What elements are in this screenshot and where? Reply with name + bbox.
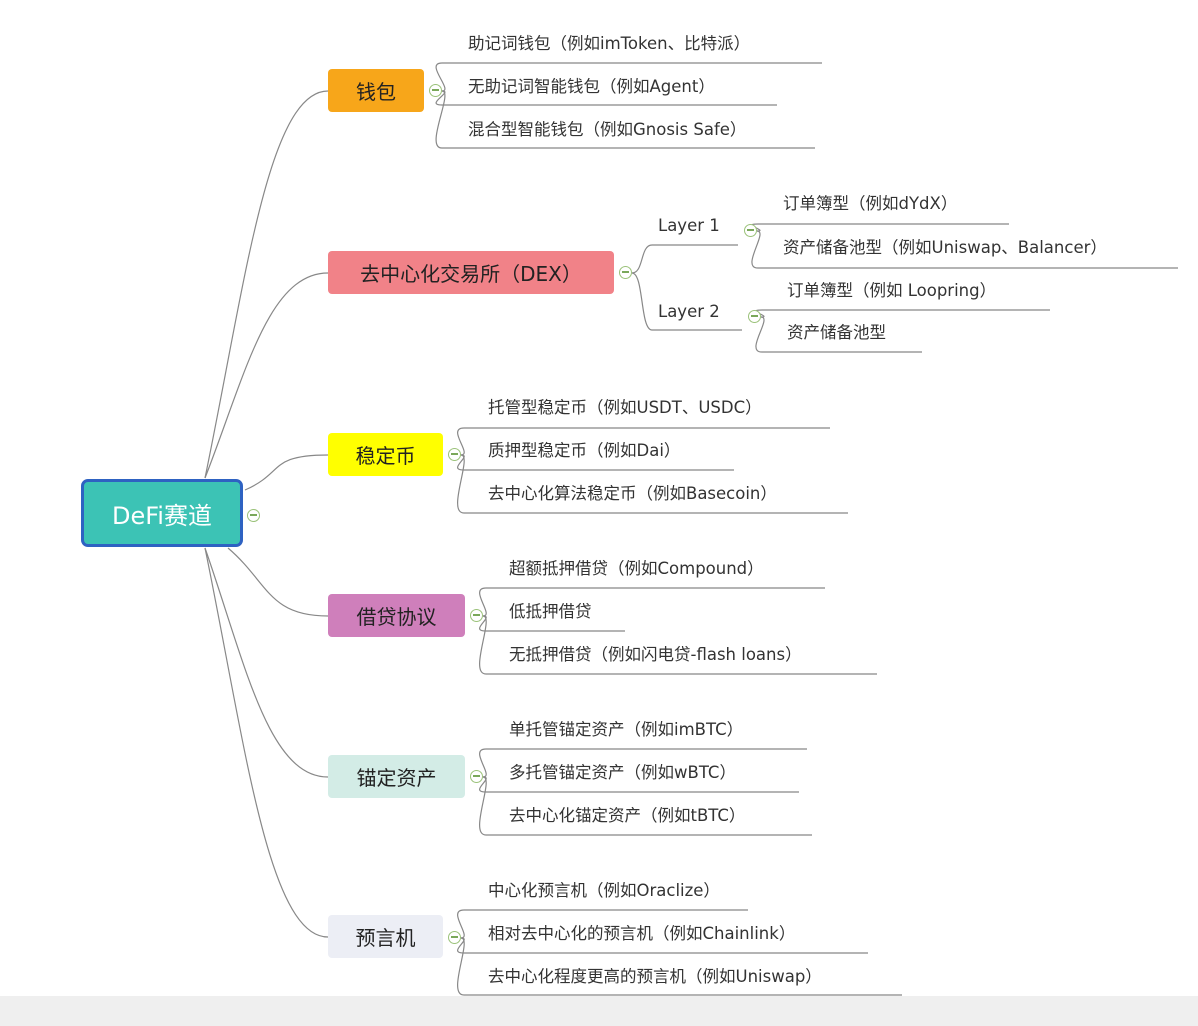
- leaf-item[interactable]: 去中心化程度更高的预言机（例如Uniswap）: [488, 967, 822, 986]
- leaf-link: [457, 909, 748, 939]
- leaf-item[interactable]: 混合型智能钱包（例如Gnosis Safe）: [468, 120, 747, 139]
- collapse-icon[interactable]: [247, 509, 260, 522]
- branch-node-pegged-assets[interactable]: 锚定资产: [328, 755, 465, 798]
- leaf-link: [479, 587, 825, 617]
- leaf-item[interactable]: 助记词钱包（例如imToken、比特派）: [468, 34, 751, 53]
- collapse-icon[interactable]: [448, 448, 461, 461]
- leaf-link: [751, 230, 1178, 269]
- collapse-icon[interactable]: [619, 266, 632, 279]
- leaf-item[interactable]: 资产储备池型: [787, 323, 886, 342]
- branch-node-oracle[interactable]: 预言机: [328, 915, 443, 958]
- leaf-link: [457, 454, 848, 514]
- leaf-item[interactable]: 低抵押借贷: [509, 602, 592, 621]
- leaf-item[interactable]: 多托管锚定资产（例如wBTC）: [509, 763, 736, 782]
- leaf-link: [755, 316, 922, 353]
- leaf-link: [457, 427, 830, 456]
- leaf-item[interactable]: 无助记词智能钱包（例如Agent）: [468, 77, 715, 96]
- sub-link: [631, 272, 742, 331]
- branch-link: [204, 547, 329, 938]
- branch-link: [204, 90, 329, 479]
- subgroup-label-layer1[interactable]: Layer 1: [658, 216, 720, 235]
- branch-link: [244, 454, 329, 491]
- leaf-link: [435, 62, 822, 92]
- branch-node-stablecoin[interactable]: 稳定币: [328, 433, 443, 476]
- bottom-band: [0, 996, 1198, 1026]
- leaf-link: [751, 223, 1009, 232]
- collapse-icon[interactable]: [448, 931, 461, 944]
- leaf-link: [457, 937, 902, 996]
- branch-link: [227, 547, 329, 617]
- collapse-icon[interactable]: [429, 84, 442, 97]
- leaf-item[interactable]: 去中心化算法稳定币（例如Basecoin）: [488, 484, 777, 503]
- branch-node-lending[interactable]: 借贷协议: [328, 594, 465, 637]
- leaf-item[interactable]: 订单簿型（例如 Loopring）: [787, 281, 997, 300]
- leaf-item[interactable]: 资产储备池型（例如Uniswap、Balancer）: [783, 238, 1107, 257]
- root-node[interactable]: DeFi赛道: [81, 479, 243, 547]
- leaf-item[interactable]: 无抵押借贷（例如闪电贷-flash loans）: [509, 645, 802, 664]
- leaf-link: [755, 309, 1050, 318]
- collapse-icon[interactable]: [744, 224, 757, 237]
- leaf-link: [479, 776, 812, 836]
- leaf-item[interactable]: 质押型稳定币（例如Dai）: [488, 441, 681, 460]
- collapse-icon[interactable]: [470, 609, 483, 622]
- leaf-item[interactable]: 相对去中心化的预言机（例如Chainlink）: [488, 924, 796, 943]
- collapse-icon[interactable]: [470, 770, 483, 783]
- leaf-item[interactable]: 去中心化锚定资产（例如tBTC）: [509, 806, 746, 825]
- leaf-item[interactable]: 超额抵押借贷（例如Compound）: [509, 559, 764, 578]
- leaf-item[interactable]: 订单簿型（例如dYdX）: [783, 194, 958, 213]
- leaf-item[interactable]: 中心化预言机（例如Oraclize）: [488, 881, 720, 900]
- subgroup-label-layer2[interactable]: Layer 2: [658, 302, 720, 321]
- branch-node-wallet[interactable]: 钱包: [328, 69, 424, 112]
- leaf-link: [479, 748, 807, 778]
- leaf-link: [479, 615, 877, 675]
- sub-link: [631, 244, 738, 274]
- branch-node-dex[interactable]: 去中心化交易所（DEX）: [328, 251, 614, 294]
- leaf-item[interactable]: 单托管锚定资产（例如imBTC）: [509, 720, 744, 739]
- leaf-item[interactable]: 托管型稳定币（例如USDT、USDC）: [488, 398, 762, 417]
- branch-link: [204, 547, 329, 778]
- leaf-link: [435, 90, 815, 149]
- collapse-icon[interactable]: [748, 310, 761, 323]
- branch-link: [204, 272, 329, 479]
